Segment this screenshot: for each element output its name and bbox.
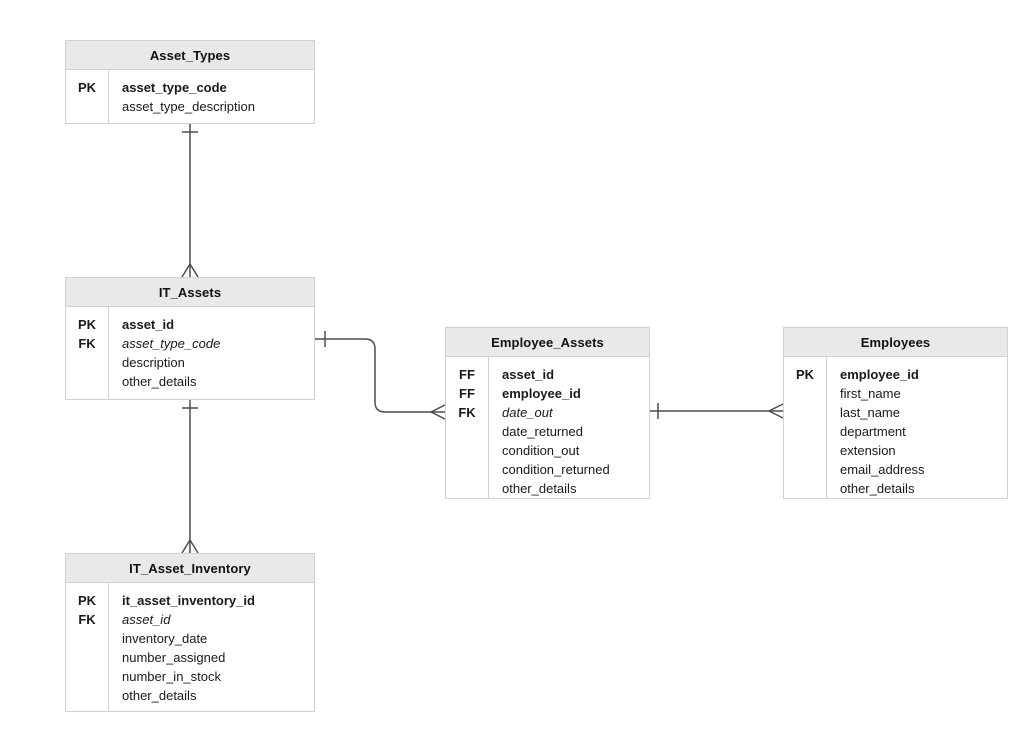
field-column: asset_type_code asset_type_description xyxy=(109,70,314,123)
field-name: asset_id xyxy=(122,317,175,332)
key-column: PK FK xyxy=(66,307,109,399)
field-name: last_name xyxy=(840,405,900,420)
key-label xyxy=(446,479,488,498)
field-column: asset_id employee_id date_out date_returned… xyxy=(489,357,649,498)
key-label xyxy=(66,353,108,372)
crow-foot-many-marker xyxy=(430,404,446,420)
field-name: employee_id xyxy=(840,367,919,382)
connector-asset-types-to-it-assets xyxy=(181,124,199,278)
entity-body: FF FF FK asset_id employee_id date_out date_re… xyxy=(446,357,649,498)
crow-foot-many-marker xyxy=(181,263,199,278)
entity-title: IT_Assets xyxy=(66,278,314,307)
connector-it-assets-to-employee-assets xyxy=(315,331,446,420)
field-name: it_asset_inventory_id xyxy=(122,593,255,608)
field-name: other_details xyxy=(840,481,915,496)
key-label: FK xyxy=(78,336,96,351)
key-label: PK xyxy=(77,593,97,608)
field-name: asset_id xyxy=(122,612,171,627)
field-name: condition_out xyxy=(502,443,580,458)
field-name: first_name xyxy=(840,386,901,401)
key-label xyxy=(66,629,108,648)
key-label xyxy=(66,372,108,391)
key-label xyxy=(784,441,826,460)
key-column: PK xyxy=(784,357,827,498)
entity-title: Employee_Assets xyxy=(446,328,649,357)
entity-title: IT_Asset_Inventory xyxy=(66,554,314,583)
entity-body: PK employee_id first_name last_name departme… xyxy=(784,357,1007,498)
key-label xyxy=(784,422,826,441)
field-column: employee_id first_name last_name department… xyxy=(827,357,1007,498)
connector-employee-assets-to-employees xyxy=(650,403,784,419)
key-label xyxy=(446,460,488,479)
key-column: PK FK xyxy=(66,583,109,711)
key-label: PK xyxy=(77,80,97,95)
field-name: inventory_date xyxy=(122,631,208,646)
field-name: department xyxy=(840,424,906,439)
entity-title: Employees xyxy=(784,328,1007,357)
field-name: description xyxy=(122,355,185,370)
key-label: FK xyxy=(458,405,476,420)
crow-foot-many-marker xyxy=(768,403,784,419)
key-label: FK xyxy=(78,612,96,627)
entity-title: Asset_Types xyxy=(66,41,314,70)
key-label xyxy=(784,479,826,498)
field-name: asset_type_code xyxy=(122,336,221,351)
field-name: other_details xyxy=(122,688,197,703)
field-name: number_in_stock xyxy=(122,669,221,684)
key-label: PK xyxy=(77,317,97,332)
key-label: FF xyxy=(459,367,475,382)
key-column: PK xyxy=(66,70,109,123)
field-name: other_details xyxy=(502,481,577,496)
field-column: it_asset_inventory_id asset_id inventory_d… xyxy=(109,583,314,711)
key-label xyxy=(446,441,488,460)
field-name: date_out xyxy=(502,405,553,420)
field-name: other_details xyxy=(122,374,197,389)
key-column: FF FF FK xyxy=(446,357,489,498)
connector-line xyxy=(315,338,445,413)
field-column: asset_id asset_type_code description other_… xyxy=(109,307,314,399)
key-label xyxy=(66,97,108,116)
connector-it-assets-to-it-asset-inventory xyxy=(181,400,199,554)
key-label xyxy=(784,403,826,422)
field-name: number_assigned xyxy=(122,650,226,665)
field-name: extension xyxy=(840,443,896,458)
key-label xyxy=(66,648,108,667)
key-label xyxy=(446,422,488,441)
field-name: asset_type_description xyxy=(122,99,255,114)
field-name: employee_id xyxy=(502,386,581,401)
field-name: date_returned xyxy=(502,424,583,439)
key-label xyxy=(784,460,826,479)
crow-foot-many-marker xyxy=(181,539,199,554)
key-label xyxy=(66,667,108,686)
entity-body: PK asset_type_code asset_type_description xyxy=(66,70,314,123)
entity-body: PK FK asset_id asset_type_code description ot… xyxy=(66,307,314,399)
key-label: PK xyxy=(795,367,815,382)
field-name: email_address xyxy=(840,462,925,477)
key-label xyxy=(784,384,826,403)
field-name: asset_id xyxy=(502,367,555,382)
key-label xyxy=(66,686,108,705)
key-label: FF xyxy=(459,386,475,401)
field-name: asset_type_code xyxy=(122,80,227,95)
field-name: condition_returned xyxy=(502,462,610,477)
